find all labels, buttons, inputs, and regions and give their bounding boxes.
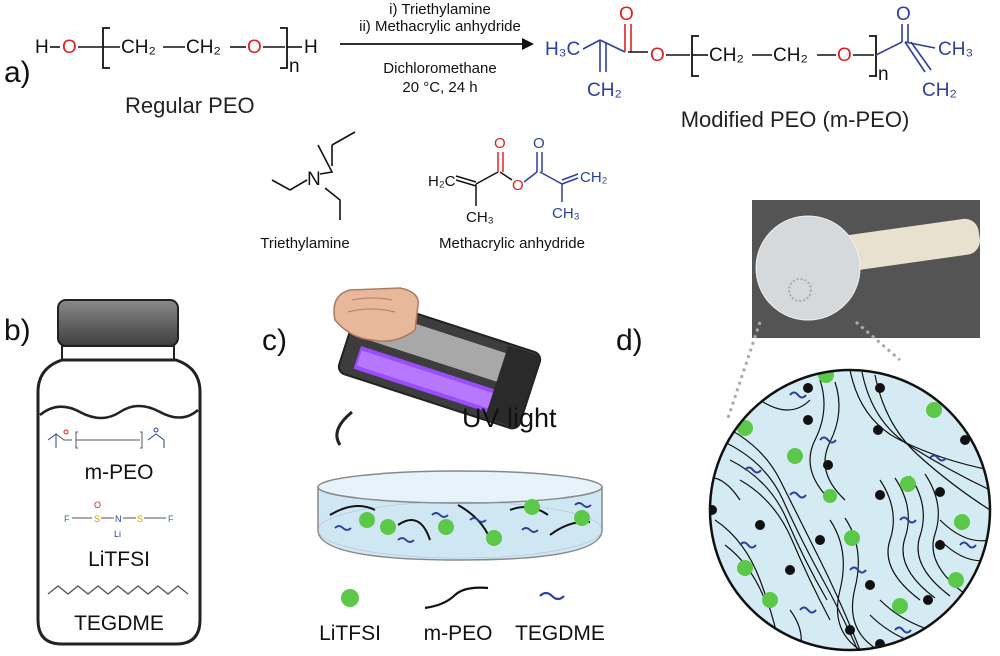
legend-swatch-mpeo [424, 586, 489, 610]
triethylamine-structure: N [271, 131, 356, 220]
bottle-cap [57, 299, 179, 347]
repeat-n: n [878, 64, 889, 85]
group-ch3: CH₃ [466, 209, 494, 226]
atom-o: O [247, 37, 262, 58]
network-zoom-border [708, 368, 992, 652]
tegdme-molecules [739, 391, 977, 634]
group-ch2: CH₂ [580, 169, 608, 186]
methacrylic-anhydride-structure: H₂C CH₃ O O O CH₂ CH₃ [428, 135, 608, 226]
triethylamine-label: Triethylamine [260, 235, 349, 252]
atom-o: O [896, 4, 911, 25]
group-ch2: CH₂ [922, 80, 957, 101]
zoom-line-right [855, 320, 901, 362]
atom-s: S [94, 514, 100, 524]
atom-o: O [837, 45, 852, 66]
bottle-item-mpeo: m-PEO [85, 461, 154, 484]
legend-label-mpeo: m-PEO [424, 622, 493, 645]
bottle-icon [36, 299, 202, 646]
atom-o: O [94, 500, 101, 510]
mini-mpeo-formula [47, 427, 165, 449]
bottle-body [36, 358, 202, 646]
group-ch3: CH₃ [552, 205, 580, 222]
atom-s: S [137, 514, 143, 524]
atom-o: O [619, 4, 634, 25]
arrow-head-icon [522, 38, 534, 50]
atom-n: N [115, 514, 122, 524]
atom-o: O [494, 135, 506, 152]
atom-n: N [307, 169, 321, 190]
anhydride-label: Methacrylic anhydride [439, 235, 585, 252]
atom-f: F [64, 514, 70, 524]
zoom-line-left [726, 321, 762, 419]
atom-li: Li [114, 529, 121, 539]
group-ch2: CH₂ [587, 80, 622, 101]
mini-litfsi-formula: F S O N Li S F [64, 500, 174, 539]
panel-label-b: b) [4, 314, 31, 347]
atom-o: O [512, 177, 524, 194]
uv-light-label: UV light [462, 403, 557, 433]
bottle-item-tegdme: TEGDME [74, 612, 164, 635]
reagent-2: ii) Methacrylic anhydride [359, 18, 521, 35]
atom-f: F [168, 514, 174, 524]
reagent-1: i) Triethylamine [389, 1, 491, 18]
repeat-n: n [289, 56, 300, 77]
solvent: Dichloromethane [383, 60, 496, 77]
atom-o: O [650, 45, 665, 66]
legend-label-tegdme: TEGDME [515, 622, 605, 645]
modified-peo-label: Modified PEO (m-PEO) [681, 107, 910, 132]
mini-tegdme-formula [47, 585, 189, 595]
regular-peo-label: Regular PEO [125, 93, 255, 118]
membrane-photo-icon [752, 200, 980, 338]
panel-label-a: a) [4, 56, 31, 89]
group-h3c: H₃C [545, 39, 580, 60]
legend-label-litfsi: LiTFSI [319, 622, 381, 645]
group-h2c: H₂C [428, 173, 456, 190]
group-ch3: CH₃ [938, 39, 973, 60]
panel-label-c: c) [262, 324, 287, 357]
regular-peo-formula: H O CH₂ CH₂ O n H [35, 27, 318, 77]
hand-icon [333, 287, 419, 342]
atom-h: H [304, 37, 318, 58]
legend-swatch-litfsi [341, 589, 359, 607]
group-ch2: CH₂ [709, 45, 744, 66]
legend: LiTFSI m-PEO TEGDME [319, 586, 605, 645]
network-zoom-circle [710, 370, 990, 650]
group-ch2: CH₂ [121, 37, 156, 58]
panel-label-d: d) [616, 324, 643, 357]
group-ch2: CH₂ [186, 37, 221, 58]
atom-h: H [35, 37, 49, 58]
liquid-surface [39, 404, 199, 420]
bottle-item-litfsi: LiTFSI [88, 548, 150, 571]
legend-swatch-tegdme [539, 591, 565, 601]
temp-time: 20 °C, 24 h [402, 79, 477, 96]
dish-contents [329, 499, 592, 546]
modified-peo-formula: H₃C CH₂ O O CH₂ CH₂ O n O CH₃ CH₂ [545, 4, 973, 101]
group-ch2: CH₂ [773, 45, 808, 66]
atom-o: O [533, 135, 545, 152]
atom-o: O [62, 37, 77, 58]
